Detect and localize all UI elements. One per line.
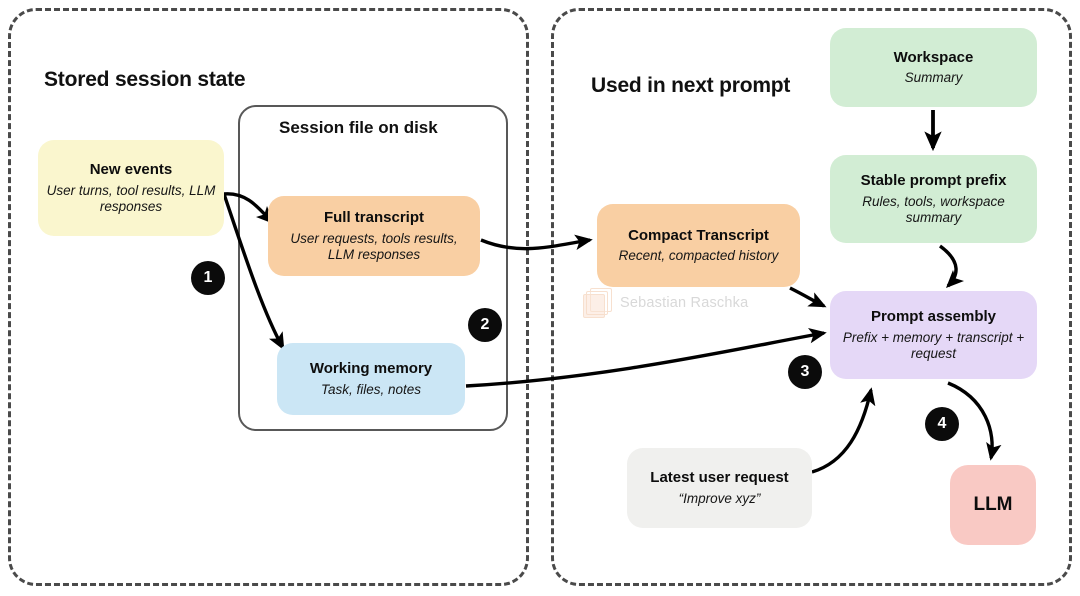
node-full-transcript-subtitle: User requests, tools results, LLM respon… (290, 230, 458, 262)
step-badge-3: 3 (788, 355, 822, 389)
node-stable-prompt-prefix-subtitle: Rules, tools, workspace summary (862, 193, 1005, 225)
node-latest-user-request[interactable]: Latest user request “Improve xyz” (627, 448, 812, 528)
node-stable-prompt-prefix[interactable]: Stable prompt prefix Rules, tools, works… (830, 155, 1037, 243)
node-prompt-assembly-title: Prompt assembly (870, 308, 997, 326)
panel-title-stored-session-state: Stored session state (44, 68, 246, 91)
node-workspace-title: Workspace (893, 48, 974, 66)
node-new-events[interactable]: New events User turns, tool results, LLM… (38, 140, 224, 236)
node-prompt-assembly[interactable]: Prompt assembly Prefix + memory + transc… (830, 291, 1037, 379)
node-compact-transcript[interactable]: Compact Transcript Recent, compacted his… (597, 204, 800, 287)
node-workspace-subtitle: Summary (904, 70, 963, 86)
node-working-memory[interactable]: Working memory Task, files, notes (277, 343, 465, 415)
node-working-memory-subtitle: Task, files, notes (320, 381, 422, 397)
step-badge-4: 4 (925, 407, 959, 441)
node-workspace[interactable]: Workspace Summary (830, 28, 1037, 107)
watermark-logo-icon (583, 288, 613, 318)
node-latest-user-request-title: Latest user request (650, 469, 789, 487)
node-latest-user-request-subtitle: “Improve xyz” (678, 490, 761, 506)
node-llm-title: LLM (973, 493, 1013, 515)
step-badge-2: 2 (468, 308, 502, 342)
panel-title-used-in-next-prompt: Used in next prompt (591, 74, 791, 97)
node-compact-transcript-subtitle: Recent, compacted history (618, 248, 779, 264)
node-full-transcript-title: Full transcript (323, 209, 424, 227)
panel-stored-session-state (8, 8, 529, 586)
step-badge-1: 1 (191, 261, 225, 295)
node-stable-prompt-prefix-title: Stable prompt prefix (860, 172, 1007, 190)
node-new-events-title: New events (89, 161, 173, 179)
panel-used-in-next-prompt (551, 8, 1072, 586)
node-llm[interactable]: LLM (950, 465, 1036, 545)
node-compact-transcript-title: Compact Transcript (628, 226, 769, 244)
box-title-session-file-on-disk: Session file on disk (279, 118, 438, 137)
node-prompt-assembly-subtitle: Prefix + memory + transcript + request (842, 329, 1025, 361)
node-working-memory-title: Working memory (309, 360, 433, 378)
node-full-transcript[interactable]: Full transcript User requests, tools res… (268, 196, 480, 276)
node-new-events-subtitle: User turns, tool results, LLM responses (46, 182, 216, 214)
watermark: Sebastian Raschka (583, 288, 748, 318)
watermark-text: Sebastian Raschka (620, 295, 749, 311)
